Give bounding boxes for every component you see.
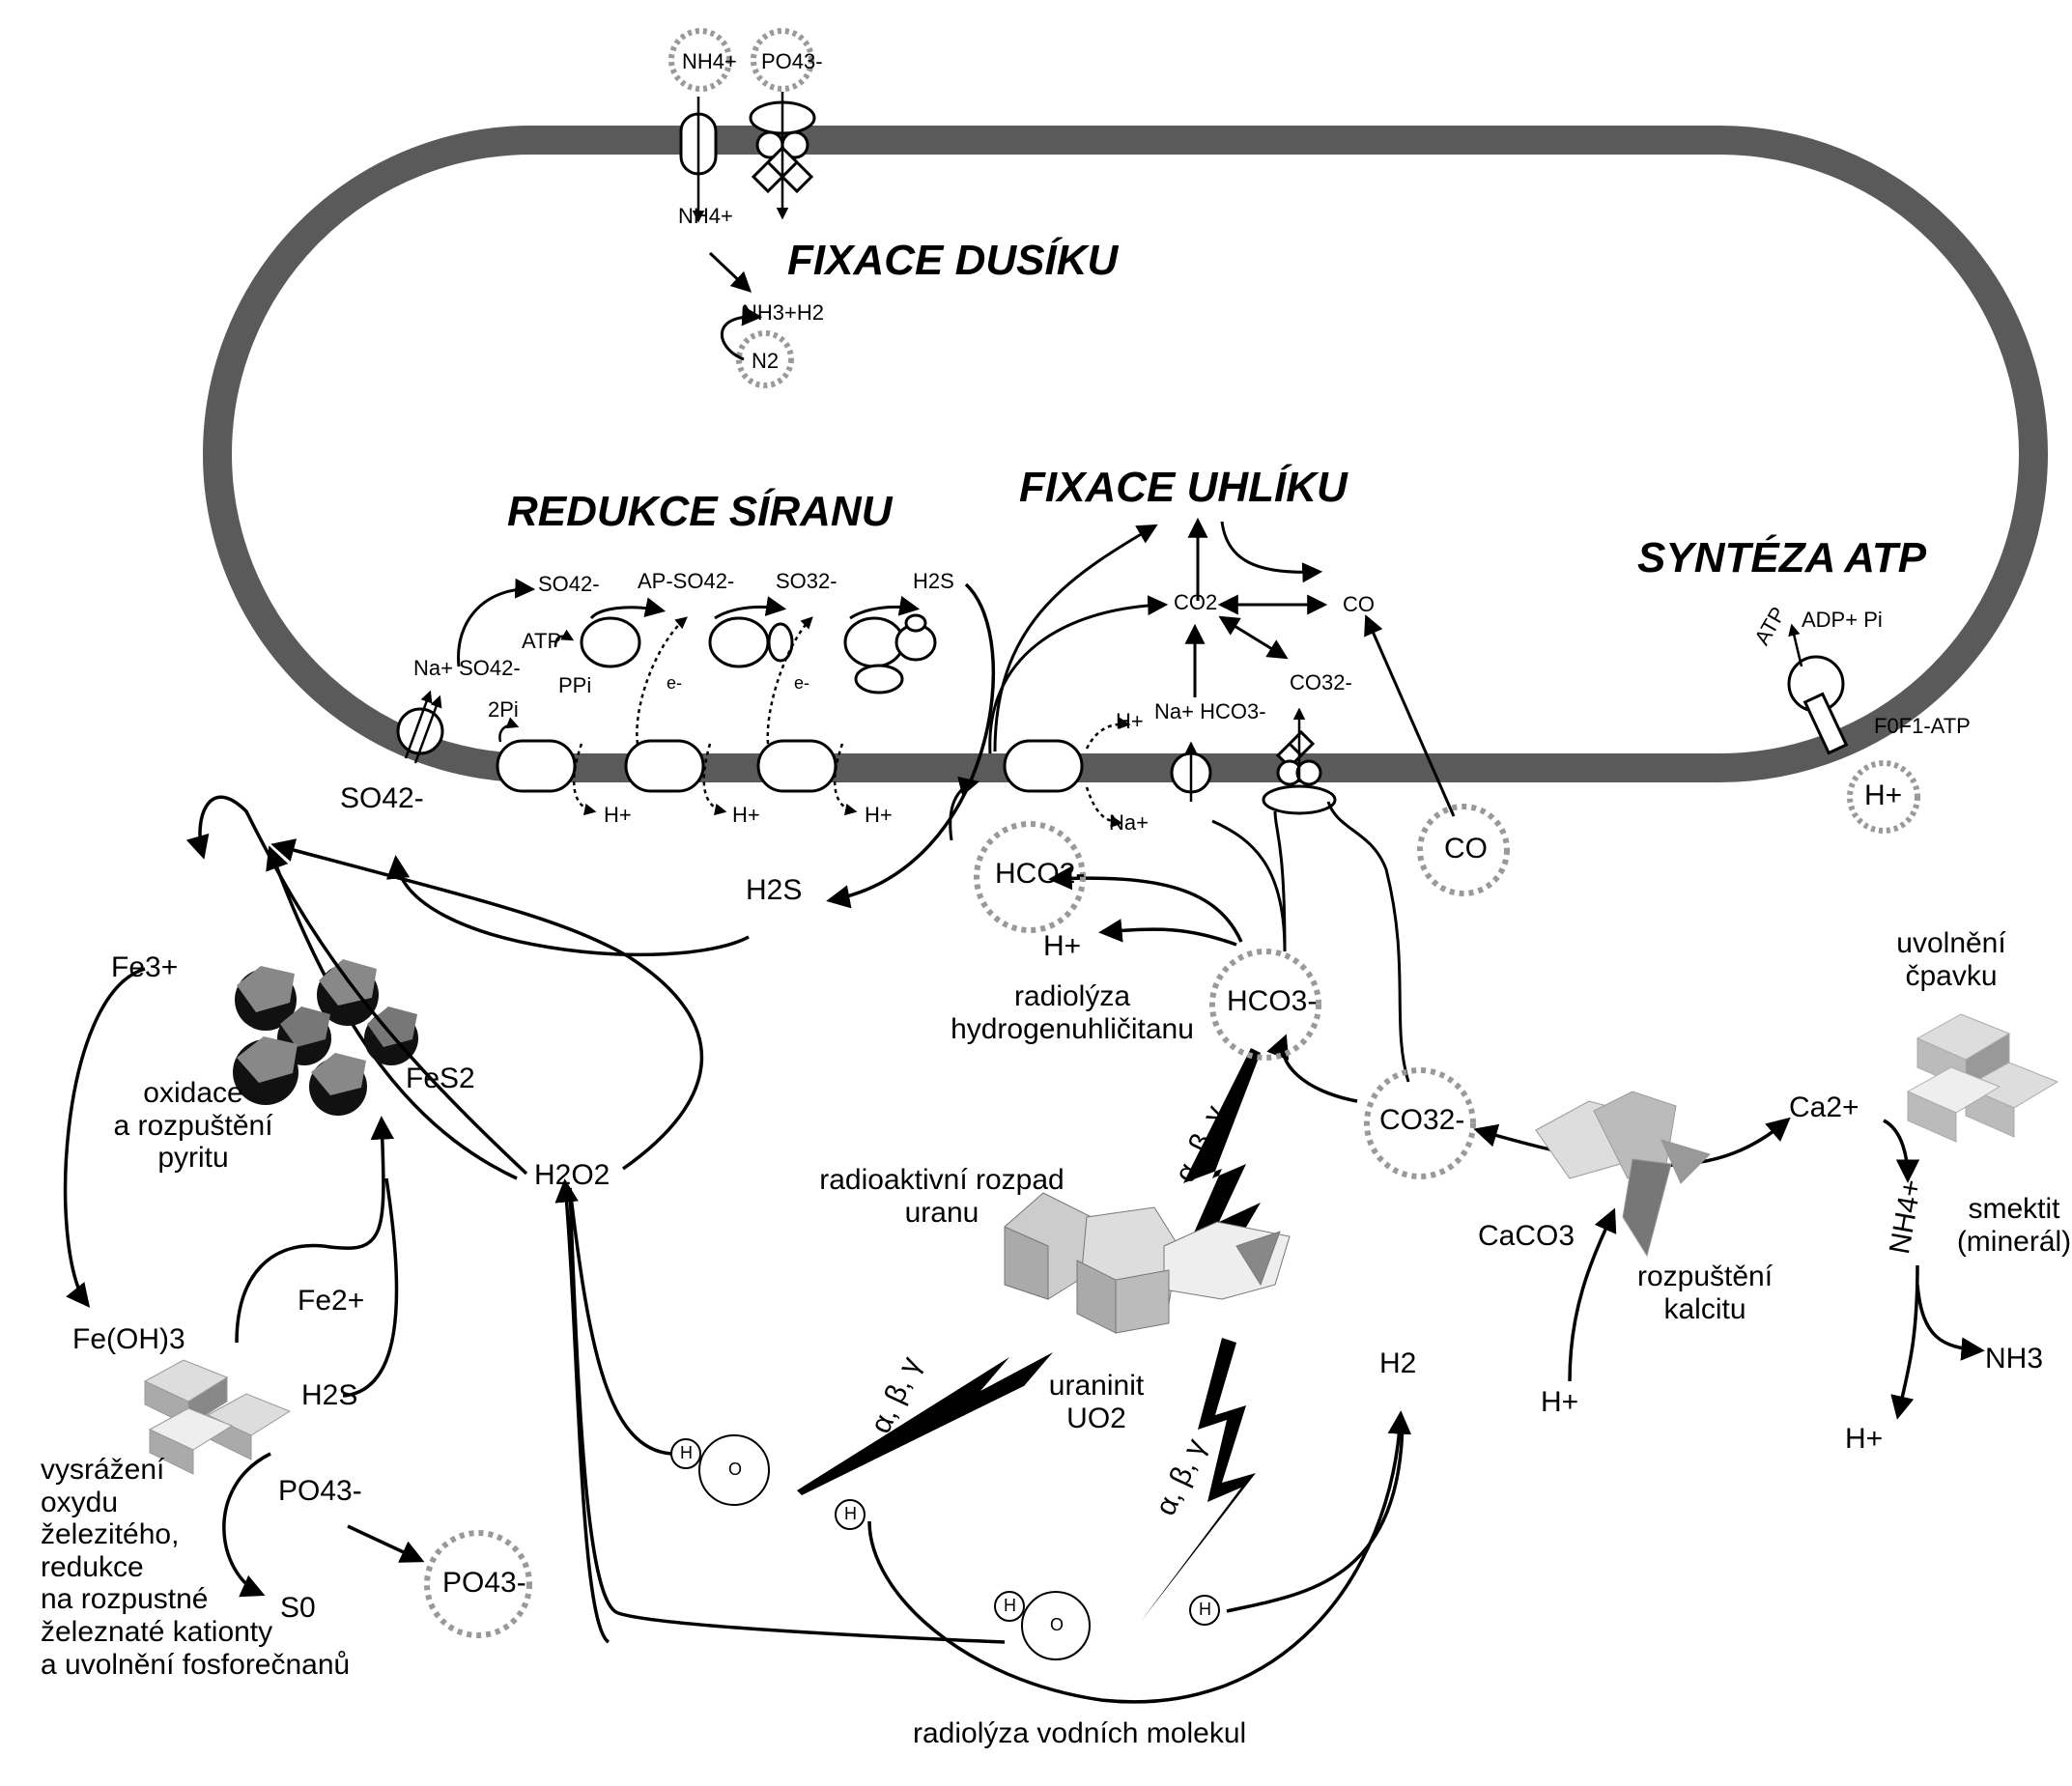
heading-nitrogen-fixation: FIXACE DUSÍKU [787, 237, 1119, 284]
label-nh4-in: NH4+ [678, 204, 733, 228]
label-water-radiolysis: radiolýza vodních molekul [913, 1717, 1247, 1749]
pyrite-crystals [233, 959, 418, 1116]
sodium-bicarbonate-symporter [1170, 741, 1212, 802]
hco3-circle [1209, 949, 1321, 1061]
label-electron-1: e- [667, 673, 683, 693]
label-h-plus-2: H+ [732, 803, 760, 827]
label-fe-oh3: Fe(OH)3 [72, 1323, 185, 1355]
label-h2s-in: H2S [913, 569, 954, 593]
label-na-so4: Na+ SO42- [413, 656, 521, 680]
label-h-plus-atp: H+ [1864, 780, 1903, 811]
hco2-circle [974, 821, 1086, 933]
label-fes2: FeS2 [406, 1063, 475, 1094]
label-ammonia-release: uvolnění čpavku [1896, 927, 2006, 992]
label-h2o2: H2O2 [534, 1159, 610, 1191]
label-po4-mid: PO43- [278, 1475, 362, 1507]
heading-atp-synthesis: SYNTÉZA ATP [1637, 534, 1927, 581]
sodium-sulfate-symporter [396, 690, 444, 764]
label-atp-small: ATP [522, 629, 562, 653]
atp-synthase [1787, 623, 1849, 755]
label-h-plus-calcite: H+ [1541, 1386, 1579, 1418]
label-co3: CO32- [1379, 1104, 1465, 1136]
label-uranium-decay: radioaktivní rozpad uranu [819, 1164, 1064, 1229]
nh4-outside-circle [668, 28, 732, 92]
label-na-hco3: Na+ HCO3- [1154, 699, 1266, 723]
label-nh3-h2: NH3+H2 [742, 300, 824, 325]
membrane-complexes [496, 739, 1084, 793]
label-so4-outside: SO42- [340, 782, 424, 814]
label-h-plus-right: H+ [1845, 1423, 1884, 1455]
label-po4-out: PO43- [761, 49, 823, 73]
label-co-in: CO [1343, 592, 1375, 616]
sulfate-reduction-enzymes [580, 613, 937, 695]
label-bicarbonate-radiolysis: radiolýza hydrogenuhličitanu [951, 980, 1194, 1045]
label-precipitation: vysrážení oxydu železitého, redukce na r… [41, 1454, 351, 1681]
cell-membrane [203, 126, 2048, 782]
label-s0: S0 [280, 1592, 316, 1624]
water-molecule-2 [994, 1591, 1091, 1660]
iron-oxide-crystals [143, 1359, 292, 1475]
label-ca2: Ca2+ [1789, 1091, 1859, 1123]
label-h2s-low: H2S [301, 1379, 358, 1411]
atom-o-2: O [1050, 1615, 1064, 1634]
ammonium-transporter [679, 97, 718, 223]
label-h-plus-4: H+ [1116, 709, 1144, 733]
label-n2: N2 [752, 349, 780, 373]
atom-o-1: O [728, 1460, 743, 1479]
uraninite-crystals [1004, 1192, 1291, 1334]
radiation-bolt-left [797, 1352, 1053, 1495]
label-calcite-dissolution: rozpuštění kalcitu [1636, 1261, 1774, 1325]
label-caco3: CaCO3 [1478, 1220, 1575, 1252]
radiation-bolt-bottom [1140, 1338, 1256, 1623]
po4-outside-circle [751, 28, 814, 92]
label-nh4-out: NH4+ [682, 49, 737, 73]
label-pyrite-oxidation: oxidace a rozpuštění pyritu [113, 1077, 273, 1175]
label-nh3: NH3 [1985, 1343, 2044, 1375]
hydrogen-atom-2 [1189, 1595, 1220, 1626]
radiation-bolt-top [1183, 1048, 1261, 1285]
smectite-crystals [1906, 1013, 2059, 1143]
label-fe2: Fe2+ [298, 1285, 365, 1317]
label-2pi: 2Pi [488, 697, 519, 722]
label-ppi: PPi [558, 673, 592, 697]
atom-h-3: H [1004, 1596, 1016, 1615]
atom-h-4: H [1199, 1600, 1211, 1619]
label-co3-in: CO32- [1290, 670, 1352, 695]
n2-circle [736, 330, 794, 388]
label-po4-circle: PO43- [442, 1567, 526, 1599]
label-uraninite: uraninit UO2 [1048, 1370, 1145, 1434]
label-fe3: Fe3+ [111, 951, 179, 983]
po4-circle [424, 1530, 532, 1638]
hydrogen-atom-1 [835, 1499, 866, 1530]
label-smectite: smektit (minerál) [1956, 1193, 2072, 1258]
label-electron-2: e- [794, 673, 810, 693]
label-h-plus-3: H+ [865, 803, 893, 827]
co-circle [1417, 804, 1510, 896]
label-h2s-mid: H2S [746, 874, 803, 906]
heading-sulfate-reduction: REDUKCE SÍRANU [507, 488, 893, 535]
heading-carbon-fixation: FIXACE UHLÍKU [1019, 464, 1348, 511]
co3-circle [1364, 1067, 1476, 1179]
water-molecule-1 [670, 1434, 770, 1506]
atom-h-2: H [844, 1504, 857, 1523]
label-ap-so4: AP-SO42- [638, 569, 735, 593]
label-hco3: HCO3- [1227, 985, 1318, 1017]
label-hco2: HCO2- [995, 858, 1086, 890]
calcite-crystals [1535, 1091, 1711, 1258]
h-plus-atp-circle [1847, 760, 1920, 834]
label-co-circle: CO [1444, 833, 1488, 865]
label-na-plus: Na+ [1109, 810, 1149, 835]
label-f0f1-atp: F0F1-ATP [1874, 714, 1971, 738]
label-co2: CO2 [1174, 590, 1218, 614]
atom-h-1: H [680, 1443, 693, 1462]
label-h-plus-left: H+ [1043, 930, 1082, 962]
label-adp-pi: ADP+ Pi [1802, 608, 1883, 632]
label-so4-top: SO42- [538, 572, 600, 596]
label-so3: SO32- [776, 569, 837, 593]
phosphate-transporter [749, 92, 816, 220]
label-h-plus-1: H+ [604, 803, 632, 827]
label-h2-gas: H2 [1379, 1347, 1417, 1379]
carbonate-transporter [1262, 707, 1337, 815]
